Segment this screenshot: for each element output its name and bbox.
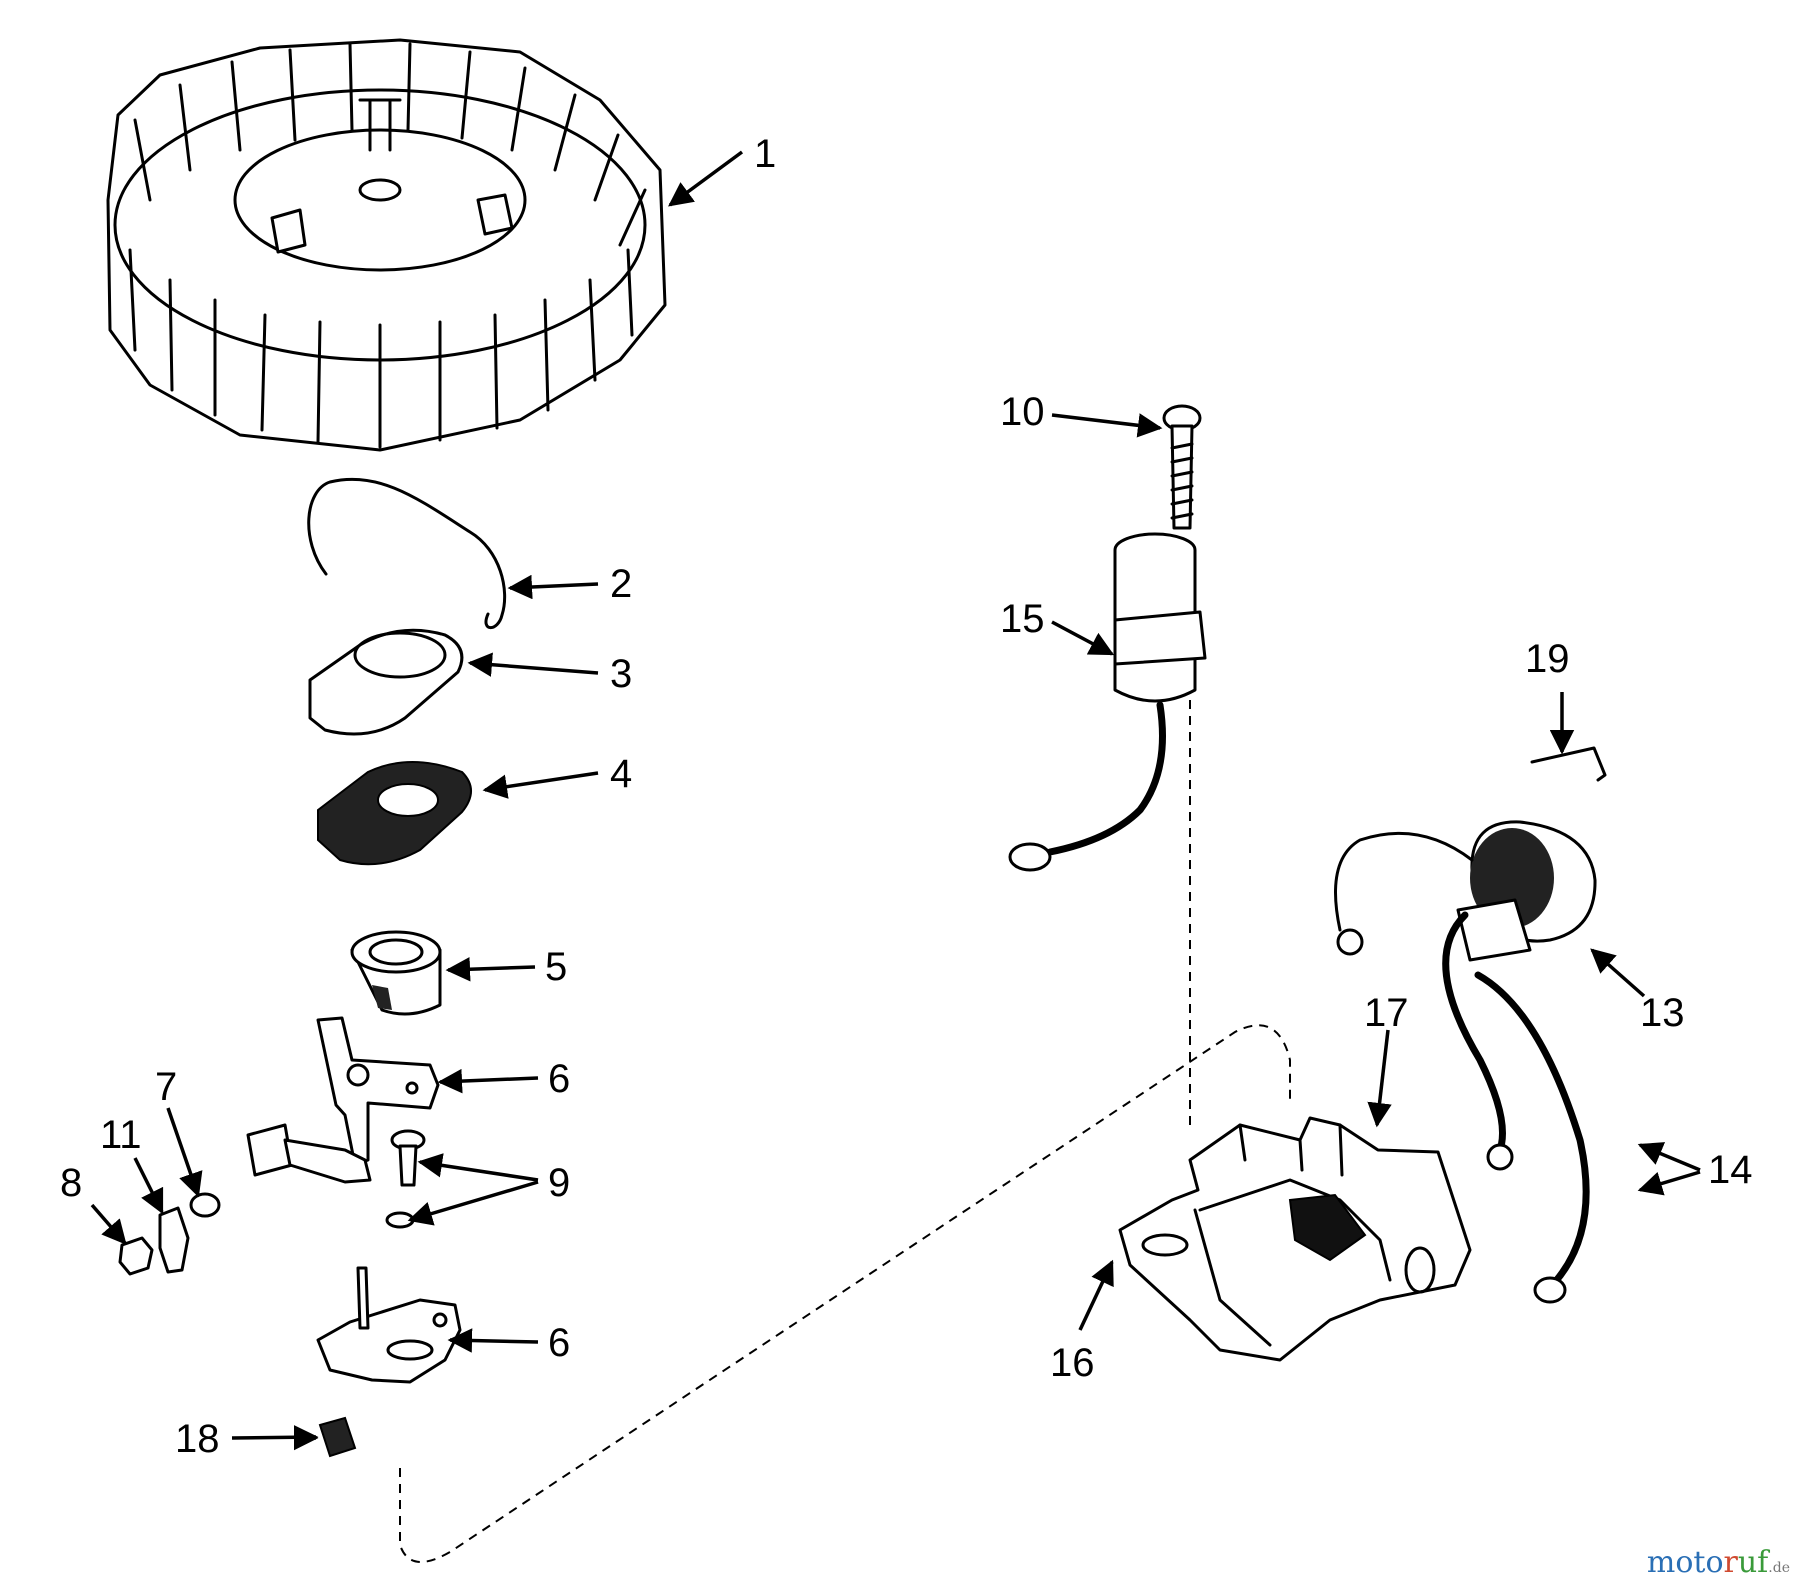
callout-9: 9 — [548, 1161, 570, 1205]
callout-leaders — [90, 150, 1701, 1451]
callout-4: 4 — [610, 752, 632, 796]
callout-15: 15 — [1000, 597, 1045, 641]
callout-19: 19 — [1525, 637, 1570, 681]
assembly-guide-line — [399, 1024, 1291, 1563]
callout-13: 13 — [1640, 991, 1685, 1035]
callout-10: 10 — [1000, 390, 1045, 434]
base-plate-part — [316, 1266, 462, 1384]
terminal-part — [158, 1206, 190, 1274]
callout-17: 17 — [1364, 991, 1409, 1035]
bushing-part — [350, 930, 442, 1016]
callout-6-upper: 6 — [548, 1057, 570, 1101]
callout-18: 18 — [175, 1417, 220, 1461]
wire-clip-part — [1530, 746, 1607, 782]
ignition-coil-part — [1334, 820, 1597, 962]
callout-14: 14 — [1708, 1148, 1753, 1192]
site-watermark: motoruf.de — [1646, 1545, 1790, 1580]
cover-plate-part — [308, 628, 464, 736]
nut-part — [118, 1236, 154, 1276]
callout-3: 3 — [610, 652, 632, 696]
callout-16: 16 — [1050, 1341, 1095, 1385]
felt-pad-part — [317, 761, 472, 866]
callout-2: 2 — [610, 562, 632, 606]
callout-1: 1 — [754, 132, 776, 176]
callout-8: 8 — [60, 1161, 82, 1205]
condenser-part — [1008, 532, 1207, 872]
flywheel-part — [106, 38, 667, 452]
breaker-arm-part — [246, 1016, 440, 1184]
felt-block-part — [318, 1416, 357, 1458]
callout-11: 11 — [100, 1113, 142, 1157]
spring-clip-part — [307, 477, 507, 630]
washer-part — [189, 1192, 221, 1218]
callout-7: 7 — [155, 1065, 177, 1109]
callout-5: 5 — [545, 945, 567, 989]
screw-part — [385, 1129, 426, 1229]
magneto-housing-part — [1118, 1116, 1472, 1362]
callout-6-lower: 6 — [548, 1321, 570, 1365]
screw-10-part — [1162, 404, 1202, 530]
lead-wire-part — [1442, 911, 1590, 1304]
